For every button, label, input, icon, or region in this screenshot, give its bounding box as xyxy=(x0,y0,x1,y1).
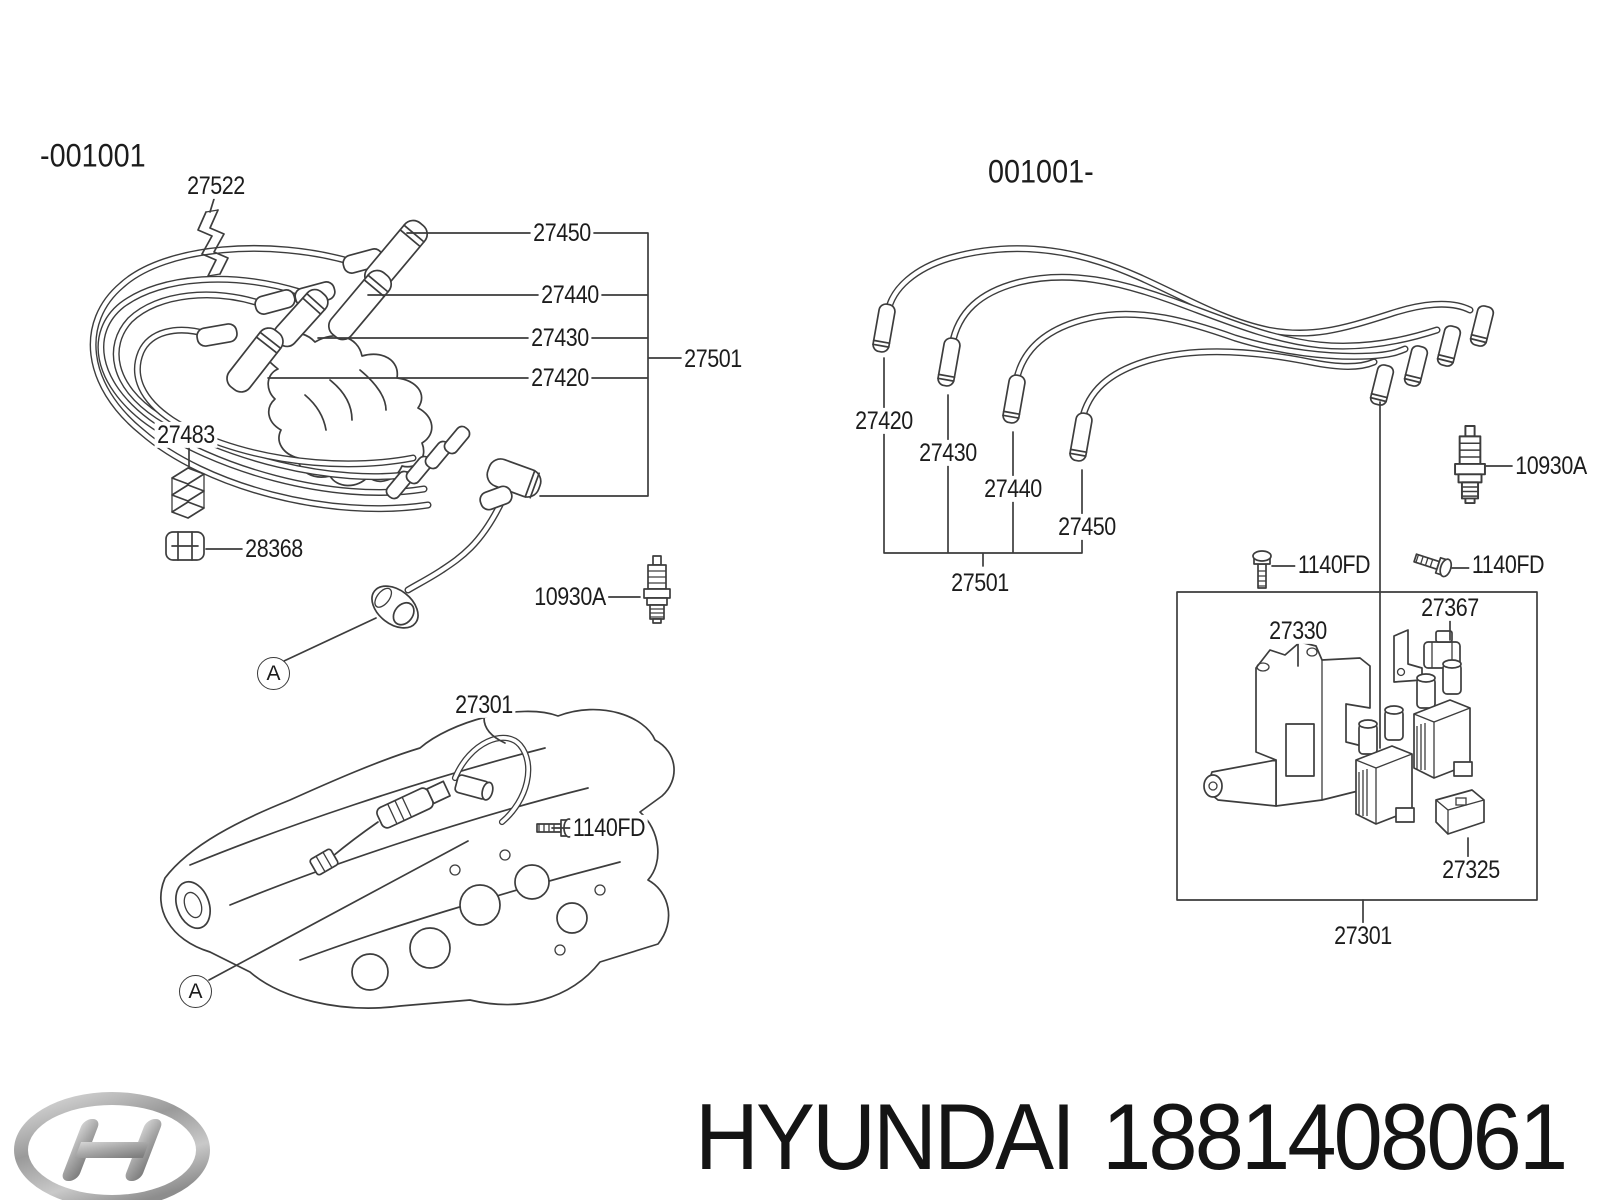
part-label-27367: 27367 xyxy=(1418,595,1482,621)
part-label-27450-right: 27450 xyxy=(1055,514,1119,540)
part-label-10930A-left: 10930A xyxy=(531,584,609,610)
left-callout-lines xyxy=(188,198,685,981)
part-label-27440-left: 27440 xyxy=(538,282,602,308)
part-label-1140FD-left: 1140FD xyxy=(570,815,648,841)
callout-a-letter: A xyxy=(188,979,203,1003)
diagram-right-title: 001001- xyxy=(988,153,1094,191)
part-label-1140FD-right-a: 1140FD xyxy=(1295,552,1373,578)
left-clip-27522 xyxy=(197,209,229,277)
part-label-27430-left: 27430 xyxy=(528,325,592,351)
part-label-27430-right: 27430 xyxy=(916,440,980,466)
part-label-10930A-right: 10930A xyxy=(1512,453,1590,479)
part-label-27440-right: 27440 xyxy=(981,476,1045,502)
right-group-box xyxy=(1176,591,1538,901)
logo-h-glyph xyxy=(62,1119,162,1181)
right-set-right-boots xyxy=(1369,305,1495,406)
part-label-27301-right: 27301 xyxy=(1331,923,1395,949)
left-ignition-cable-set xyxy=(89,219,471,513)
callout-a-top: A xyxy=(257,657,290,690)
part-label-27330: 27330 xyxy=(1266,618,1330,644)
right-bracket-27325 xyxy=(1435,789,1485,835)
part-label-27301-left: 27301 xyxy=(452,692,516,718)
brand-name: HYUNDAI xyxy=(695,1084,1076,1189)
part-label-1140FD-right-b: 1140FD xyxy=(1469,552,1547,578)
part-label-27501-right: 27501 xyxy=(948,570,1012,596)
part-label-27325: 27325 xyxy=(1439,857,1503,883)
spark-plug-boots xyxy=(226,219,429,393)
right-ignition-coils xyxy=(1355,659,1473,825)
part-label-27501-left: 27501 xyxy=(681,346,745,372)
hyundai-logo xyxy=(14,1092,210,1200)
cable-terminals xyxy=(385,425,471,500)
right-bolt-1140FD-a xyxy=(1252,550,1272,589)
right-ignition-cable-set xyxy=(872,245,1495,462)
oxygen-sensor xyxy=(309,780,451,876)
part-label-27483: 27483 xyxy=(154,422,218,448)
part-label-27522: 27522 xyxy=(184,173,248,199)
right-condenser-27367 xyxy=(1393,629,1461,683)
part-number: 1881408061 xyxy=(1102,1084,1568,1189)
left-single-plug-cable xyxy=(371,458,542,629)
part-label-27420-right: 27420 xyxy=(852,408,916,434)
part-label-28368: 28368 xyxy=(242,536,306,562)
callout-a-bottom: A xyxy=(179,975,212,1008)
right-bolt-1140FD-b xyxy=(1413,553,1453,578)
left-wire-holder-27483 xyxy=(171,467,205,519)
right-spark-plug xyxy=(1454,425,1486,505)
part-label-27420-left: 27420 xyxy=(528,365,592,391)
part-label-27450-left: 27450 xyxy=(530,220,594,246)
callout-a-letter: A xyxy=(266,661,281,685)
cable-loops xyxy=(89,244,432,513)
left-spark-plug xyxy=(643,555,671,624)
left-clamp-28368 xyxy=(165,531,205,561)
left-exhaust-manifold xyxy=(160,708,675,1009)
cable-connector xyxy=(371,585,419,629)
right-bracket-27330 xyxy=(1203,641,1371,807)
right-set-left-boots xyxy=(872,303,1093,462)
diagram-left-title: -001001 xyxy=(40,137,146,175)
